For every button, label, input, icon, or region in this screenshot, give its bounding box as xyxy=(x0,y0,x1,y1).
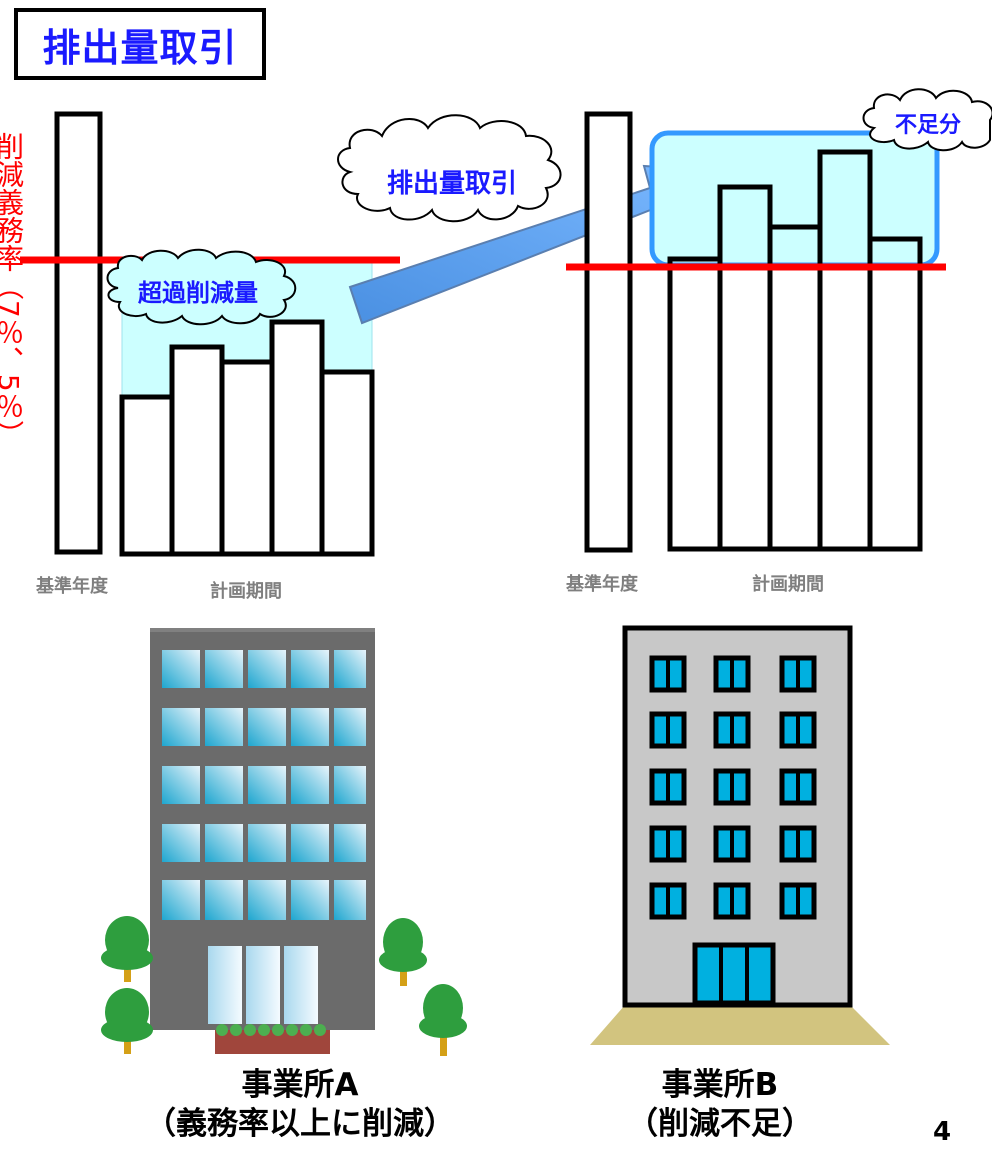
office-a-building xyxy=(101,628,467,1056)
right-base-year-bar xyxy=(584,111,633,553)
shortfall-box xyxy=(649,130,940,268)
office-b-caption: 事業所B （削減不足） xyxy=(570,1066,870,1144)
office-a-name: 事業所A xyxy=(241,1067,359,1103)
right-chart: 不足分 xyxy=(566,88,992,553)
excess-reduction-label: 超過削減量 xyxy=(138,279,258,307)
trade-cloud-label: 排出量取引 xyxy=(387,169,517,199)
left-base-year-label: 基準年度 xyxy=(36,576,108,597)
office-a-entrance xyxy=(208,946,318,1024)
right-base-year-label: 基準年度 xyxy=(566,574,638,595)
office-a-windows xyxy=(162,650,366,920)
left-period-bar-1 xyxy=(119,394,175,557)
office-b-building xyxy=(590,625,890,1045)
office-b-entrance xyxy=(692,942,776,1006)
left-period-bars xyxy=(119,319,375,557)
page-title: 排出量取引 xyxy=(42,25,238,70)
left-chart: 超過削減量 xyxy=(20,111,400,557)
trade-cloud: 排出量取引 xyxy=(337,114,562,223)
office-a-trees xyxy=(101,916,467,1056)
title-box: 排出量取引 xyxy=(14,8,266,80)
left-period-label: 計画期間 xyxy=(210,581,282,602)
left-period-bar-4 xyxy=(269,319,325,557)
left-period-bar-5 xyxy=(319,369,375,557)
page-number: 4 xyxy=(933,1117,952,1147)
shortfall-label: 不足分 xyxy=(895,113,961,138)
obligation-rate-label: 削減義務率（7％、5％） xyxy=(0,132,25,448)
right-period-bars xyxy=(667,149,923,552)
office-a-planter xyxy=(215,1024,330,1054)
shortfall-cloud: 不足分 xyxy=(862,88,992,152)
excess-reduction-cloud: 超過削減量 xyxy=(106,248,297,326)
office-a-caption: 事業所A （義務率以上に削減） xyxy=(100,1066,500,1144)
left-base-year-bar xyxy=(54,111,103,555)
office-b-note: （削減不足） xyxy=(627,1105,813,1142)
office-b-name: 事業所B xyxy=(661,1067,779,1103)
office-a-note: （義務率以上に削減） xyxy=(145,1105,455,1142)
right-period-label: 計画期間 xyxy=(752,574,824,595)
left-period-bar-2 xyxy=(169,344,225,557)
left-period-bar-3 xyxy=(219,359,275,557)
